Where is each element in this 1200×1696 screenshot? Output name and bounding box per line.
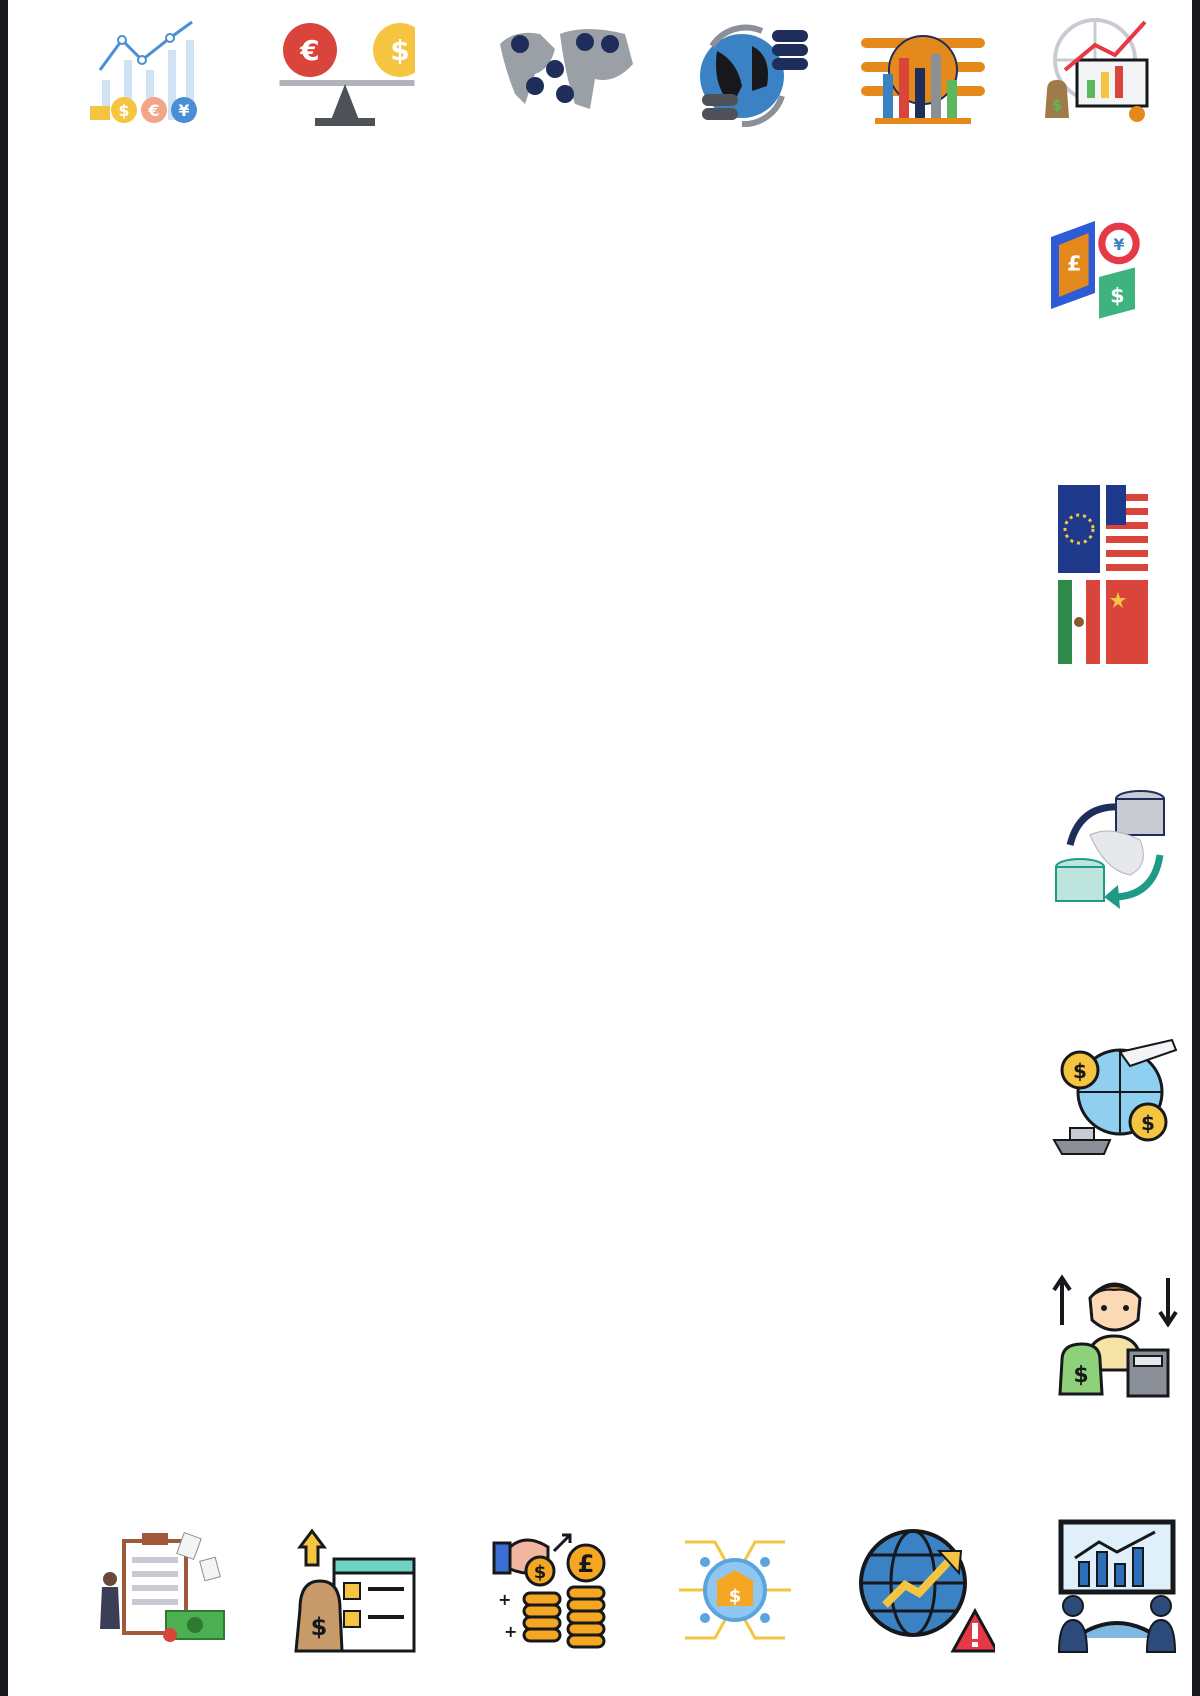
accountant-calculator-icon: $ — [1050, 1270, 1180, 1400]
dollar-symbol: $ — [534, 1562, 547, 1583]
global-coin-exchange-icon — [1050, 785, 1180, 915]
globe-coin-exchange-icon — [682, 16, 822, 136]
right-frame-edge — [1192, 0, 1200, 1696]
dollar-symbol: $ — [1141, 1111, 1155, 1135]
pound-symbol: £ — [578, 1550, 595, 1578]
yen-symbol: ¥ — [1113, 235, 1124, 254]
money-bag-checklist-icon: $ — [290, 1525, 420, 1655]
yen-symbol: ¥ — [178, 101, 189, 120]
dollar-symbol: $ — [729, 1586, 742, 1607]
euro-symbol: € — [147, 101, 159, 120]
globe-bar-chart-icon — [853, 14, 993, 134]
presentation-analytics-icon — [1055, 1518, 1180, 1658]
global-risk-growth-icon — [855, 1525, 995, 1655]
left-frame-edge — [0, 0, 8, 1696]
dollar-symbol: $ — [1052, 98, 1062, 114]
world-currency-map-icon — [495, 14, 635, 134]
central-bank-network-icon: $ — [675, 1530, 795, 1650]
dollar-symbol: $ — [390, 34, 409, 67]
svg-text:+: + — [498, 1590, 511, 1609]
flag-containers-icon — [1048, 480, 1158, 670]
investment-growth-monitor-icon: $ — [1025, 10, 1165, 130]
svg-text:+: + — [504, 1622, 517, 1641]
dollar-symbol: $ — [1110, 284, 1124, 308]
dollar-symbol: $ — [1073, 1059, 1087, 1083]
global-trade-shipping-icon: $ $ — [1050, 1030, 1180, 1160]
finance-chart-icon: $ € ¥ — [80, 10, 220, 130]
dollar-symbol: $ — [1073, 1363, 1088, 1388]
hand-coin-stacks-icon: $ £ + + — [490, 1525, 620, 1655]
dollar-symbol: $ — [118, 101, 129, 120]
pound-symbol: £ — [1067, 252, 1081, 276]
isometric-currency-blocks-icon: £ ¥ $ — [1025, 205, 1165, 325]
dollar-symbol: $ — [311, 1613, 328, 1641]
business-report-cash-icon — [90, 1525, 230, 1655]
currency-balance-scale-icon: € $ — [275, 12, 415, 132]
euro-symbol: € — [299, 34, 319, 67]
